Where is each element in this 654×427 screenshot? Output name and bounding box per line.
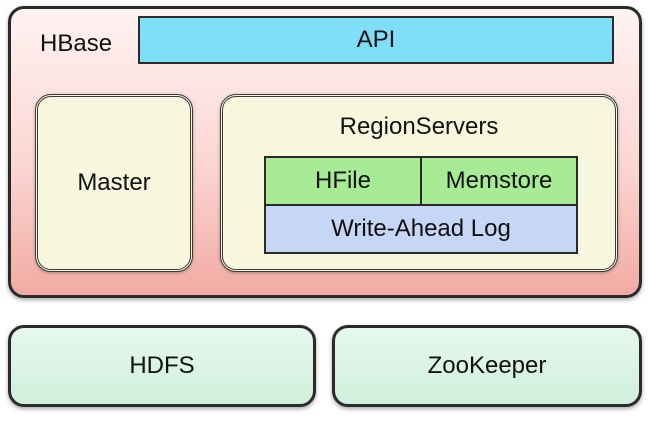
zookeeper-box: ZooKeeper [332,325,642,407]
write-ahead-log-box: Write-Ahead Log [264,204,578,254]
master-label: Master [77,169,151,196]
hfile-box: HFile [264,156,422,206]
hbase-label: HBase [40,30,113,57]
regionservers-label: RegionServers [339,113,499,140]
master-box: Master [35,94,193,272]
hdfs-box: HDFS [8,325,316,407]
api-box: API [138,16,614,64]
memstore-box: Memstore [420,156,578,206]
